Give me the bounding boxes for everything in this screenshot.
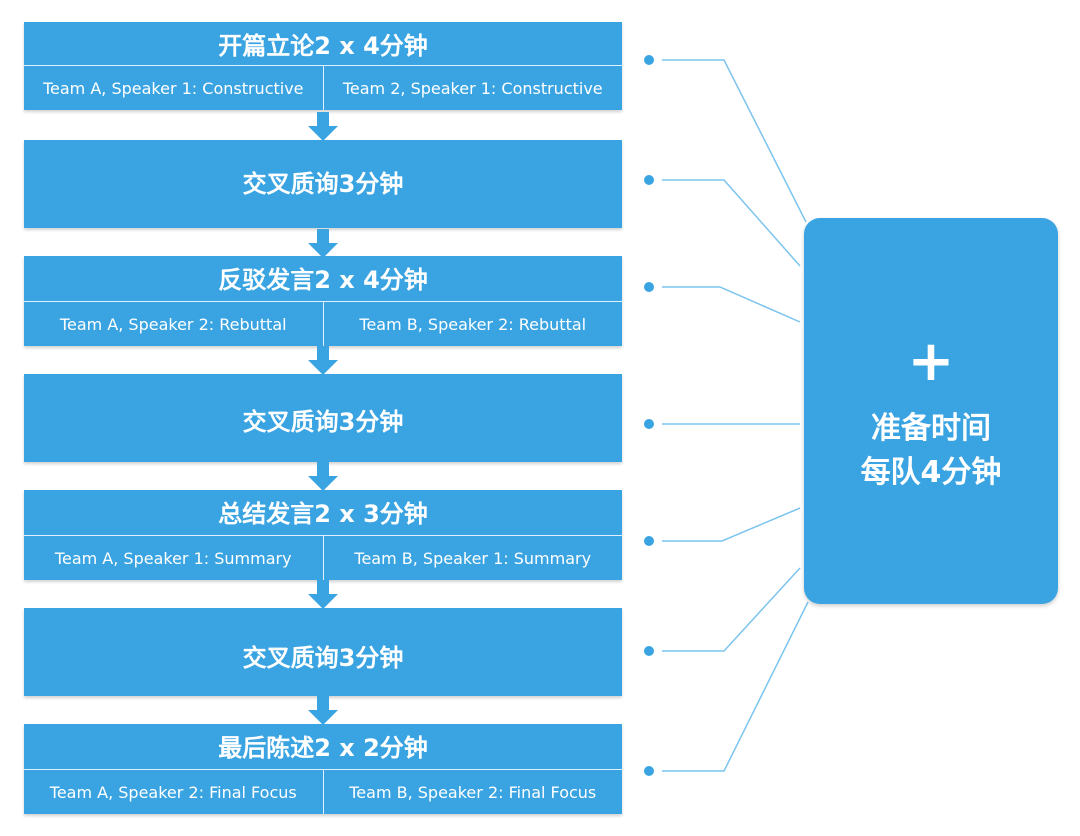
prep-time-label: 准备时间 <box>871 411 991 446</box>
speaker-cell-left: Team A, Speaker 2: Final Focus <box>49 782 297 802</box>
stage-title-crossfire-2: 交叉质询3分钟 <box>242 408 404 436</box>
plus-icon: + <box>907 329 955 394</box>
speaker-cell-left: Team A, Speaker 1: Constructive <box>42 78 304 98</box>
stage-title-constructive: 开篇立论2 x 4分钟 <box>218 32 428 60</box>
down-arrow-icon <box>308 346 338 375</box>
down-arrow-icon <box>308 462 338 491</box>
connector-dot <box>644 282 654 292</box>
connector-dot <box>644 766 654 776</box>
stage-block-final-focus: 最后陈述2 x 2分钟 Team A, Speaker 2: Final Foc… <box>24 724 622 814</box>
speaker-cell-left: Team A, Speaker 2: Rebuttal <box>59 314 287 334</box>
stage-title-crossfire-1: 交叉质询3分钟 <box>242 170 404 198</box>
connector-dot <box>644 55 654 65</box>
connector-dot <box>644 646 654 656</box>
speaker-cell-right: Team 2, Speaker 1: Constructive <box>322 66 623 110</box>
prep-time-box: + 准备时间 每队4分钟 <box>804 218 1058 604</box>
prep-time-value: 每队4分钟 <box>860 455 1002 490</box>
speaker-row-final-focus: Team A, Speaker 2: Final Focus Team B, S… <box>24 769 622 814</box>
speaker-cell-right: Team B, Speaker 2: Rebuttal <box>322 302 623 346</box>
down-arrow-icon <box>308 580 338 609</box>
connector-dot <box>644 536 654 546</box>
stage-block-crossfire-2: 交叉质询3分钟 <box>24 374 622 462</box>
stage-block-crossfire-3: 交叉质询3分钟 <box>24 608 622 696</box>
speaker-cell-right: Team B, Speaker 1: Summary <box>322 536 623 580</box>
speaker-cell-right: Team B, Speaker 2: Final Focus <box>322 770 623 814</box>
down-arrow-icon <box>308 696 338 725</box>
speaker-row-rebuttal: Team A, Speaker 2: Rebuttal Team B, Spea… <box>24 301 622 346</box>
connector-dot <box>644 175 654 185</box>
connector-dot <box>644 419 654 429</box>
stage-title-crossfire-3: 交叉质询3分钟 <box>242 644 404 672</box>
stage-block-constructive: 开篇立论2 x 4分钟 Team A, Speaker 1: Construct… <box>24 22 622 110</box>
stage-block-rebuttal: 反驳发言2 x 4分钟 Team A, Speaker 2: Rebuttal … <box>24 256 622 346</box>
stage-block-summary: 总结发言2 x 3分钟 Team A, Speaker 1: Summary T… <box>24 490 622 580</box>
speaker-row-constructive: Team A, Speaker 1: Constructive Team 2, … <box>24 65 622 110</box>
down-arrow-icon <box>308 229 338 258</box>
stage-title-rebuttal: 反驳发言2 x 4分钟 <box>218 266 428 294</box>
stage-title-summary: 总结发言2 x 3分钟 <box>218 500 428 528</box>
speaker-row-summary: Team A, Speaker 1: Summary Team B, Speak… <box>24 535 622 580</box>
speaker-cell-left: Team A, Speaker 1: Summary <box>54 548 292 568</box>
down-arrow-icon <box>308 112 338 141</box>
stage-title-final-focus: 最后陈述2 x 2分钟 <box>218 734 428 762</box>
stage-block-crossfire-1: 交叉质询3分钟 <box>24 140 622 228</box>
